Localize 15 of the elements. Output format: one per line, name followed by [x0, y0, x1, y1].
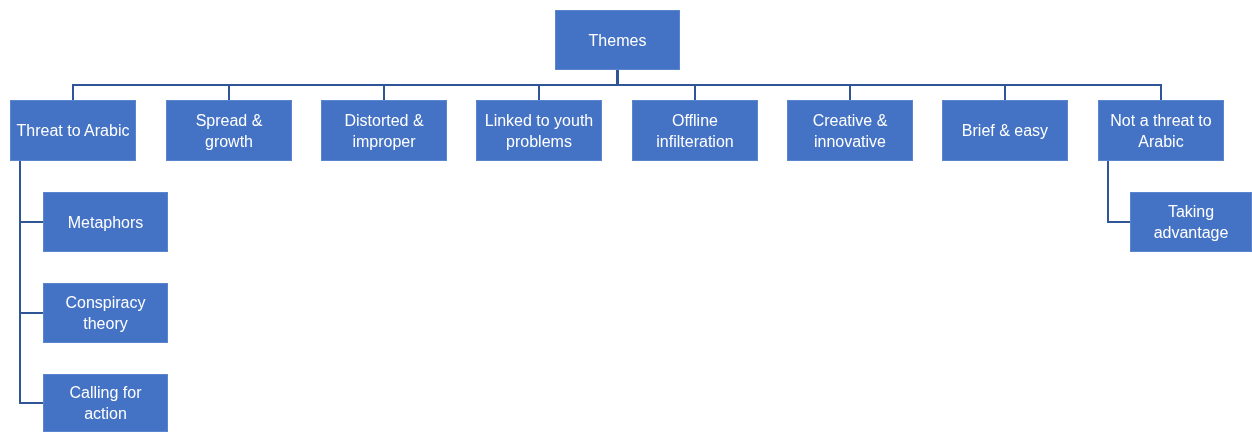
theme-box: Linked to youth problems	[476, 100, 602, 161]
theme-box: Not a threat to Arabic	[1098, 100, 1224, 161]
theme-box: Threat to Arabic	[10, 100, 136, 161]
theme-box: Taking advantage	[1130, 192, 1252, 252]
theme-box: Offline infilteration	[632, 100, 758, 161]
theme-box: Calling for action	[43, 374, 168, 432]
connector-line	[1107, 160, 1131, 223]
theme-box: Conspiracy theory	[43, 283, 168, 343]
connector-line	[19, 160, 44, 404]
theme-box: Themes	[555, 10, 680, 70]
theme-box: Creative & innovative	[787, 100, 913, 161]
theme-box: Spread & growth	[166, 100, 292, 161]
theme-box: Distorted & improper	[321, 100, 447, 161]
theme-box: Metaphors	[43, 192, 168, 252]
theme-box: Brief & easy	[942, 100, 1068, 161]
